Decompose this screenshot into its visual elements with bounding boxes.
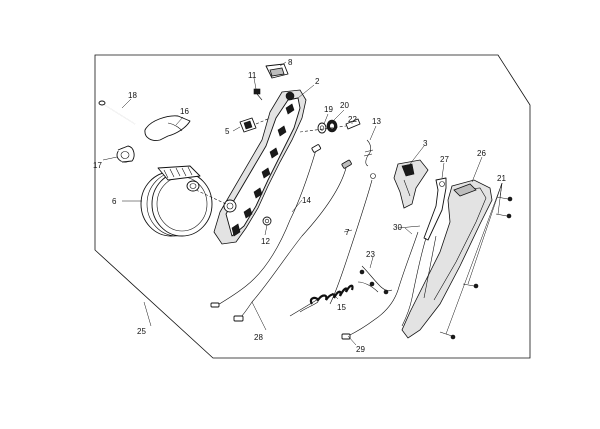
part-28-cable [233, 159, 352, 322]
callout-26: 26 [477, 149, 486, 158]
part-11-screw [253, 88, 263, 101]
part-3-trigger [393, 159, 429, 209]
part-8-cap [265, 63, 289, 79]
callout-3: 3 [423, 139, 428, 148]
callout-13: 13 [372, 117, 381, 126]
callout-30: 30 [393, 223, 402, 232]
callout-27: 27 [440, 155, 449, 164]
part-5-switch [239, 117, 271, 133]
part-23-harness [357, 265, 393, 295]
part-30-wires [401, 235, 437, 327]
callout-20: 20 [340, 101, 349, 110]
part-22-fitting [299, 118, 361, 133]
part-15-spring [289, 284, 354, 317]
callout-23: 23 [366, 250, 375, 259]
callout-18: 18 [128, 91, 137, 100]
assembly-boundary [94, 54, 531, 359]
callout-14: 14 [302, 196, 311, 205]
callout-2: 2 [315, 77, 320, 86]
callout-labels: 18 16 17 6 8 11 2 5 19 20 22 13 3 27 26 … [93, 58, 506, 354]
part-20-washer [326, 119, 338, 133]
callout-28: 28 [254, 333, 263, 342]
callout-16: 16 [180, 107, 189, 116]
part-7-rod [329, 173, 376, 305]
callout-19: 19 [324, 105, 333, 114]
part-19-washer [317, 122, 327, 134]
part-17-sleeve [116, 145, 135, 163]
callout-5: 5 [225, 127, 230, 136]
callout-11: 11 [248, 71, 257, 80]
callout-17: 17 [93, 161, 102, 170]
part-16-clip [144, 115, 191, 141]
part-26-cover [401, 179, 493, 339]
callout-25: 25 [137, 327, 146, 336]
part-14-cable [210, 144, 322, 308]
part-27-lever [423, 177, 447, 241]
callout-7: 7 [345, 228, 350, 237]
callout-29: 29 [356, 345, 365, 354]
callout-6: 6 [112, 197, 117, 206]
part-6-clamp-ring [140, 165, 213, 237]
callout-12: 12 [261, 237, 270, 246]
callout-21: 21 [497, 174, 506, 183]
leader-lines [102, 61, 503, 346]
part-12-nut [262, 216, 272, 226]
part-18-bolt [98, 100, 136, 125]
callout-15: 15 [337, 303, 346, 312]
callout-22: 22 [348, 115, 357, 124]
part-13-spring-clip [363, 139, 374, 167]
callout-8: 8 [288, 58, 293, 67]
part-29-cable [341, 231, 419, 340]
part-2-handle-housing [195, 89, 307, 245]
